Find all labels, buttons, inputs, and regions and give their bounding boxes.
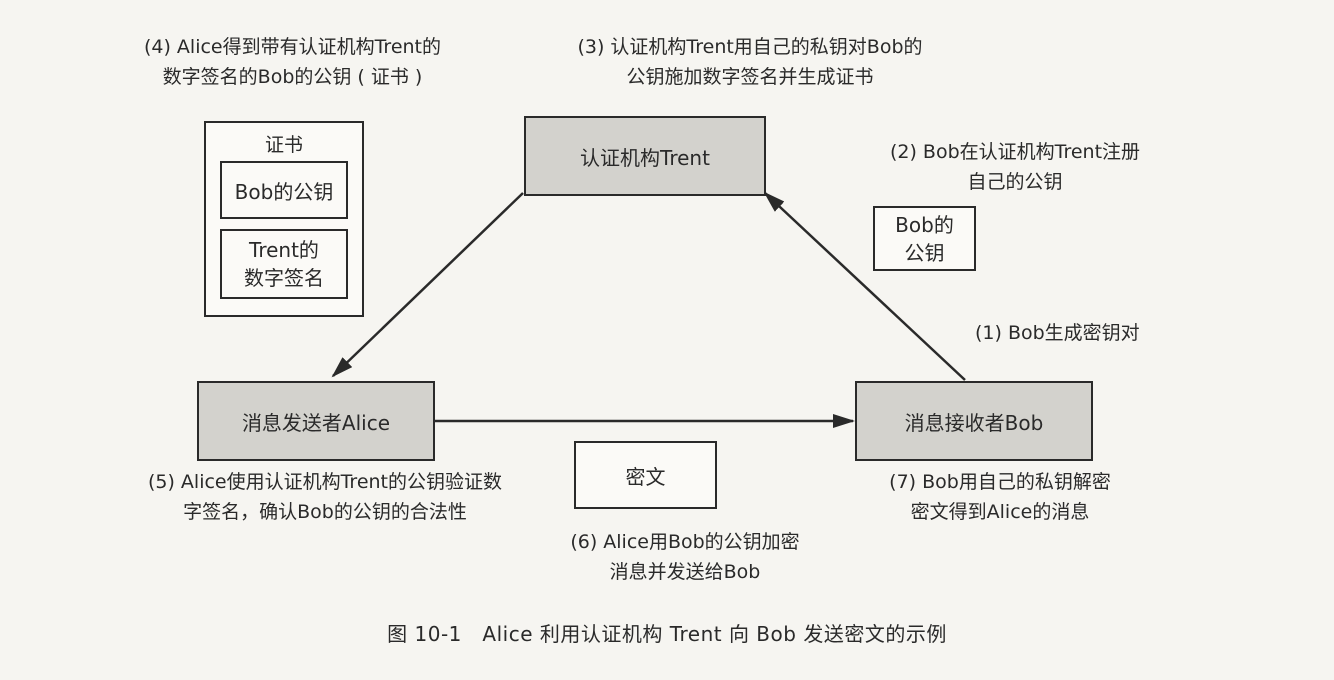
node-ca-label: 认证机构Trent <box>580 145 710 170</box>
bob-public-key-box: Bob的 公钥 <box>873 206 976 271</box>
step-2-line2: 自己的公钥 <box>967 171 1063 193</box>
step-5-label: (5) Alice使用认证机构Trent的公钥验证数 字签名，确认Bob的公钥的… <box>95 467 555 527</box>
node-sender-label: 消息发送者Alice <box>241 410 391 435</box>
step-6-line2: 消息并发送给Bob <box>609 561 761 583</box>
node-receiver-bob: 消息接收者Bob <box>855 381 1093 461</box>
arrow-bob-to-trent <box>763 191 966 381</box>
arrow-trent-to-alice <box>331 192 524 378</box>
ciphertext-label: 密文 <box>625 464 666 489</box>
step-6-label: (6) Alice用Bob的公钥加密 消息并发送给Bob <box>525 527 845 587</box>
certificate-trent-signature: Trent的 数字签名 <box>220 229 348 299</box>
certificate-bob-public-key: Bob的公钥 <box>220 161 348 219</box>
step-4-line2: 数字签名的Bob的公钥 ( 证书 ) <box>162 66 423 88</box>
step-3-line1: (3) 认证机构Trent用自己的私钥对Bob的 <box>577 36 923 58</box>
step-7-line1: (7) Bob用自己的私钥解密 <box>889 471 1111 493</box>
certificate-item-2-line2: 数字签名 <box>244 266 324 290</box>
ciphertext-box: 密文 <box>574 441 717 509</box>
step-1-label: (1) Bob生成密钥对 <box>975 322 1140 344</box>
step-3-line2: 公钥施加数字签名并生成证书 <box>626 66 874 88</box>
step-4-line1: (4) Alice得到带有认证机构Trent的 <box>143 36 442 58</box>
step-7-label: (7) Bob用自己的私钥解密 密文得到Alice的消息 <box>855 467 1145 527</box>
certificate-title: 证书 <box>264 134 303 156</box>
step-2-label: (2) Bob在认证机构Trent注册 自己的公钥 <box>850 137 1180 197</box>
step-5-line1: (5) Alice使用认证机构Trent的公钥验证数 <box>147 471 503 493</box>
step-7-line2: 密文得到Alice的消息 <box>910 501 1090 523</box>
bob-key-line1: Bob的 <box>895 212 954 237</box>
certificate: 证书 Bob的公钥 Trent的 数字签名 <box>204 121 364 317</box>
bob-key-line2: 公钥 <box>904 240 945 265</box>
node-sender-alice: 消息发送者Alice <box>197 381 435 461</box>
step-4-label: (4) Alice得到带有认证机构Trent的 数字签名的Bob的公钥 ( 证书… <box>100 32 485 92</box>
node-ca-trent: 认证机构Trent <box>524 116 766 196</box>
figure-caption: 图 10-1 Alice 利用认证机构 Trent 向 Bob 发送密文的示例 <box>387 622 947 646</box>
step-6-line1: (6) Alice用Bob的公钥加密 <box>570 531 800 553</box>
step-2-line1: (2) Bob在认证机构Trent注册 <box>889 141 1141 163</box>
certificate-item-2-line1: Trent的 <box>249 238 319 262</box>
step-3-label: (3) 认证机构Trent用自己的私钥对Bob的 公钥施加数字签名并生成证书 <box>525 32 975 92</box>
step-5-line2: 字签名，确认Bob的公钥的合法性 <box>183 501 467 523</box>
node-receiver-label: 消息接收者Bob <box>904 410 1044 435</box>
certificate-item-1: Bob的公钥 <box>234 179 334 204</box>
